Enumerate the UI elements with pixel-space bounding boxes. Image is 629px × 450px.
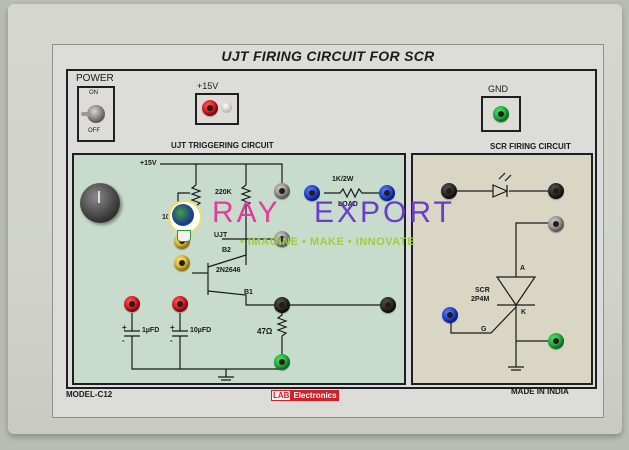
power-label: POWER bbox=[76, 73, 114, 84]
ujt-gnd-jack[interactable] bbox=[274, 354, 290, 370]
watermark-export: EXPORT bbox=[314, 196, 455, 229]
faceplate: UJT FIRING CIRCUIT FOR SCR POWER ON OFF … bbox=[52, 44, 604, 418]
load-left-jack[interactable] bbox=[304, 185, 320, 201]
supply-box bbox=[195, 93, 239, 125]
watermark-ray: RAY bbox=[212, 196, 281, 229]
cap2-jack[interactable] bbox=[172, 296, 188, 312]
b1-label: B1 bbox=[244, 289, 253, 296]
scr-schematic bbox=[450, 172, 553, 371]
gate-jack[interactable] bbox=[442, 307, 458, 323]
r220-label: 220K bbox=[215, 189, 232, 196]
scr-section-title: SCR FIRING CIRCUIT bbox=[490, 142, 571, 151]
gate-label: G bbox=[481, 326, 487, 333]
trainer-device: UJT FIRING CIRCUIT FOR SCR POWER ON OFF … bbox=[8, 4, 622, 434]
model-label: MODEL-C12 bbox=[66, 390, 113, 399]
brand-electronics: Electronics bbox=[291, 390, 339, 401]
anode-label: A bbox=[520, 265, 526, 272]
vcc-label: +15V bbox=[140, 160, 157, 167]
scr-firing-panel: A SCR 2P4M K G bbox=[411, 153, 593, 385]
b2-jack[interactable] bbox=[274, 231, 290, 247]
emitter-jack-2[interactable] bbox=[174, 255, 190, 271]
origin-label: MADE IN INDIA bbox=[511, 387, 569, 396]
led-left-jack[interactable] bbox=[441, 183, 457, 199]
load-value-label: 1K/2W bbox=[332, 176, 354, 183]
cap1-label: 1µFD bbox=[142, 327, 160, 334]
watermark-tagline: • IMAGINE • MAKE • INNOVATE bbox=[240, 236, 415, 248]
cathode-jack[interactable] bbox=[548, 333, 564, 349]
supply-led-icon bbox=[221, 102, 232, 113]
r47-label: 47Ω bbox=[257, 327, 273, 336]
gnd-jack[interactable] bbox=[493, 106, 509, 122]
load-right-jack[interactable] bbox=[379, 185, 395, 201]
r220-terminal-jack[interactable] bbox=[274, 183, 290, 199]
ujt-label: UJT bbox=[214, 232, 228, 239]
cap2-minus: - bbox=[170, 336, 173, 345]
ujt-schematic bbox=[124, 163, 390, 381]
power-toggle-switch[interactable] bbox=[81, 105, 105, 123]
gnd-label: GND bbox=[488, 84, 508, 94]
ujt-section-title: UJT TRIGGERING CIRCUIT bbox=[171, 141, 274, 150]
cap2-label: 10µFD bbox=[190, 327, 212, 334]
panel-border: POWER ON OFF +15V GND UJT TRIGGERING CIR… bbox=[66, 69, 597, 389]
anode-jack[interactable] bbox=[548, 216, 564, 232]
scr-part-label: 2P4M bbox=[471, 296, 490, 303]
load-label: LOAD bbox=[338, 201, 358, 208]
brand-lab: LAB bbox=[271, 390, 292, 401]
b1-output-jack[interactable] bbox=[380, 297, 396, 313]
cap1-plus: + bbox=[122, 323, 127, 332]
supply-label: +15V bbox=[197, 81, 219, 91]
supply-jack[interactable] bbox=[202, 100, 218, 116]
power-on-label: ON bbox=[89, 90, 98, 96]
b2-label: B2 bbox=[222, 247, 231, 254]
bulb-globe-logo-icon bbox=[162, 198, 204, 244]
cathode-label: K bbox=[521, 309, 527, 316]
pot-knob[interactable] bbox=[80, 183, 120, 223]
cap1-minus: - bbox=[122, 336, 125, 345]
transistor-label: 2N2646 bbox=[216, 267, 241, 274]
power-off-label: OFF bbox=[88, 128, 100, 134]
cap1-jack[interactable] bbox=[124, 296, 140, 312]
ujt-triggering-panel: +15V 100K 220K 1K/2W LOAD UJT B2 2N2646 … bbox=[72, 153, 406, 385]
gnd-box bbox=[481, 96, 521, 132]
b1-jack[interactable] bbox=[274, 297, 290, 313]
panel-title: UJT FIRING CIRCUIT FOR SCR bbox=[221, 48, 435, 64]
scr-device-label: SCR bbox=[475, 287, 490, 294]
cap2-plus: + bbox=[170, 323, 175, 332]
led-right-jack[interactable] bbox=[548, 183, 564, 199]
power-switch-box: ON OFF bbox=[77, 86, 115, 142]
